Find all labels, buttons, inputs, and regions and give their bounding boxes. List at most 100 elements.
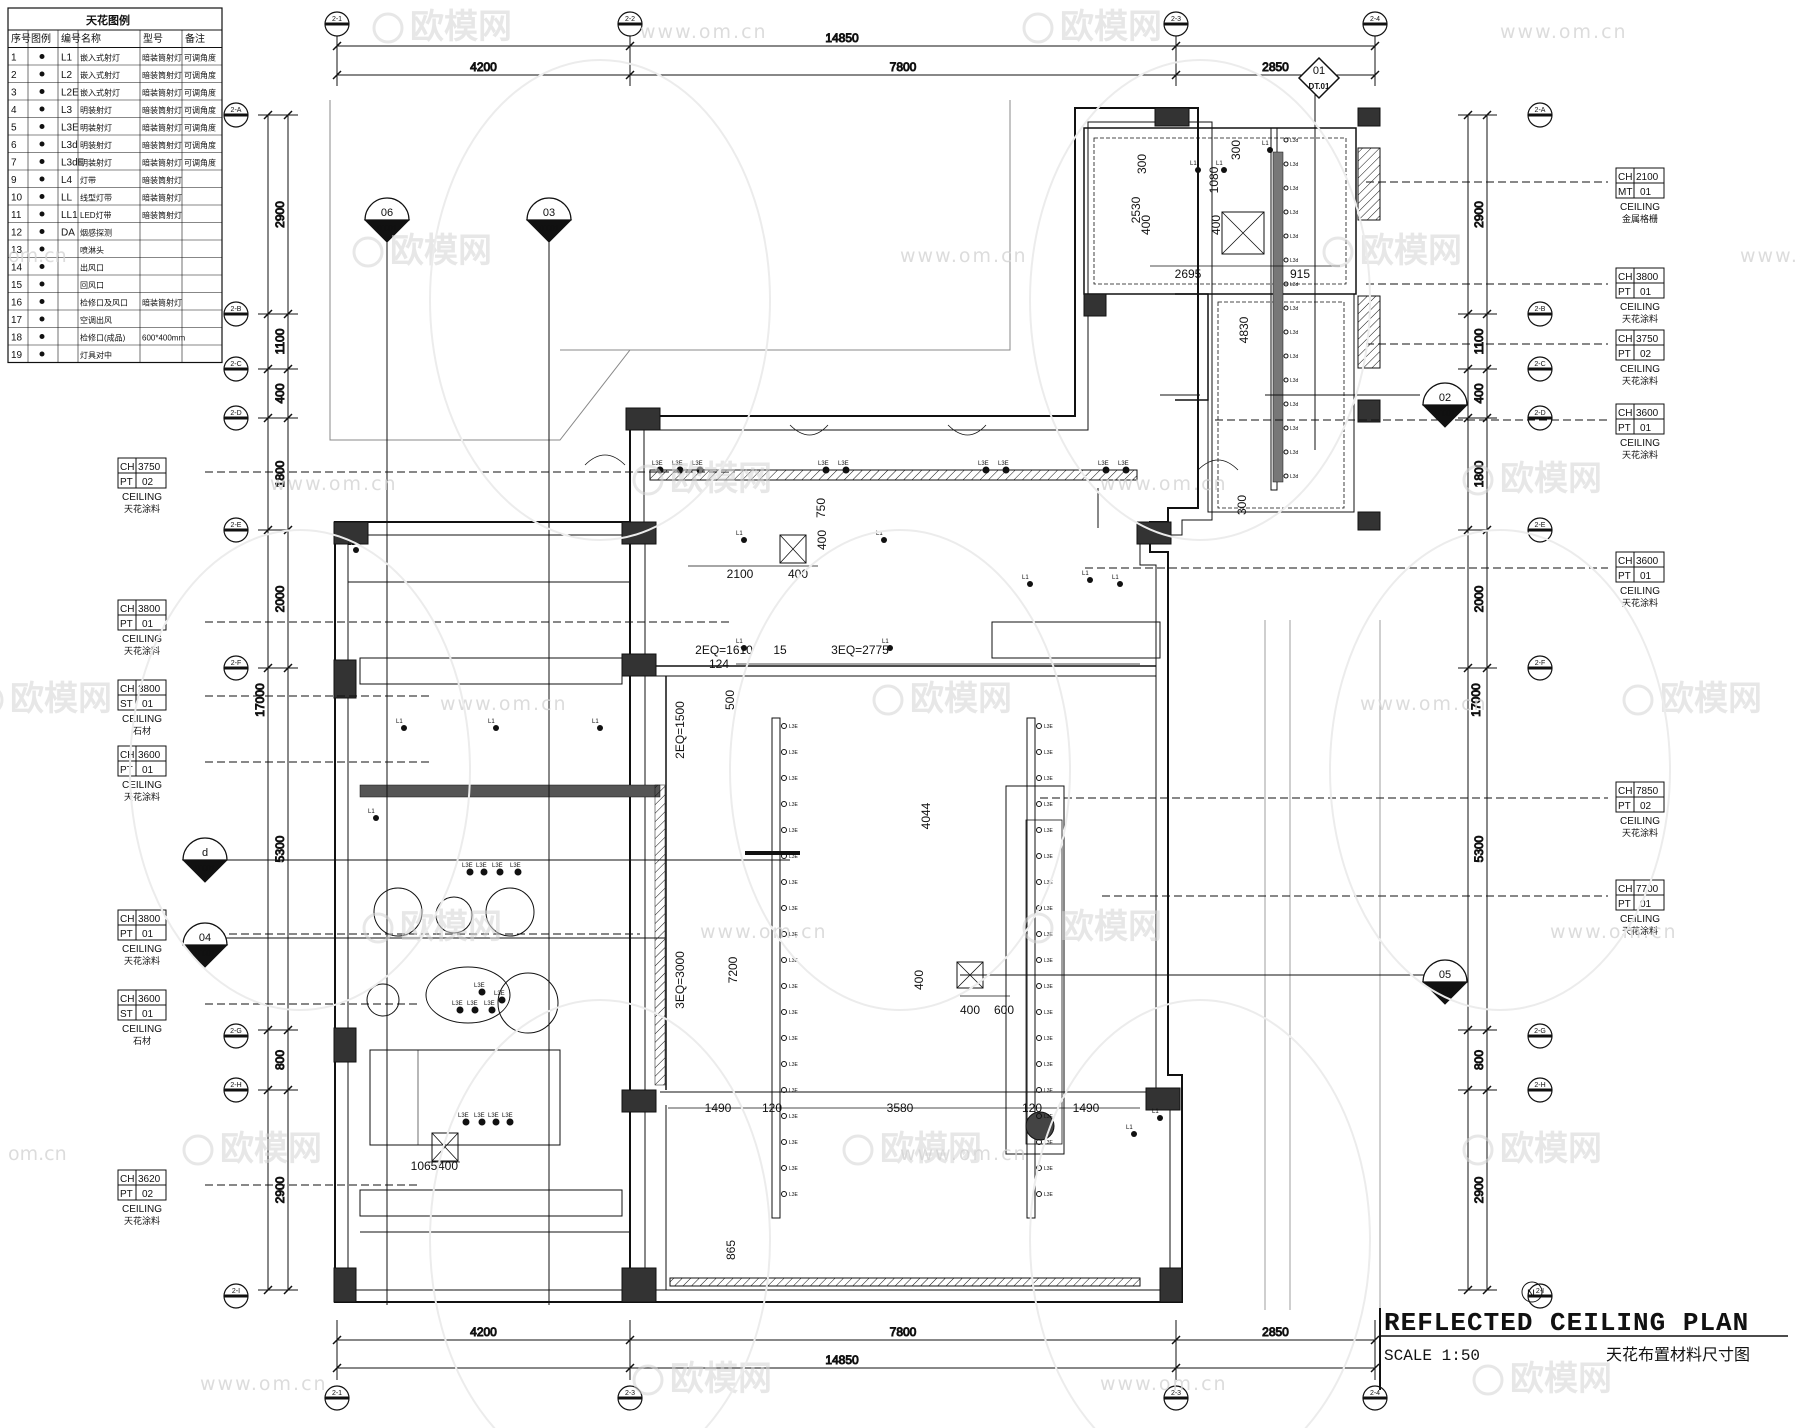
track-spot-icon: L3d (1283, 257, 1299, 264)
grid-axis-bubble: 2-E (1527, 517, 1553, 543)
downlight-icon: L1 (1216, 161, 1227, 173)
title-block: REFLECTED CEILING PLAN SCALE 1:50 天花布置材料… (1379, 1281, 1788, 1390)
door-swing (789, 424, 829, 436)
grid-axis-bubble: 2-C (1527, 356, 1553, 382)
column (621, 1267, 657, 1303)
display-island (1005, 785, 1065, 1155)
track-spot-icon: L3d (1283, 209, 1299, 216)
column (625, 407, 661, 431)
grid-axis-bubble: 2-I (223, 1283, 249, 1309)
grid-axis-bubble: 2-D (1527, 405, 1553, 431)
track-spot-icon: L3E (1036, 801, 1054, 808)
ceiling-tag-label: CEILING (122, 944, 162, 955)
interior-dimension-label: 4044 (919, 802, 933, 829)
legend-row-name: 明装射灯 (80, 158, 112, 168)
legend-row-number: 11 (11, 210, 22, 221)
ceiling-tag-label: CEILING (122, 1204, 162, 1215)
column (333, 659, 357, 699)
svg-text:2-C: 2-C (230, 361, 241, 368)
legend-row-number: 13 (11, 245, 23, 256)
legend-row-note: 可调角度 (184, 53, 216, 63)
svg-text:L3E: L3E (789, 828, 799, 834)
track-spot-icon: L3E (781, 723, 799, 730)
legend-row-name: 嵌入式射灯 (80, 88, 120, 98)
svg-text:L3d: L3d (1290, 354, 1299, 360)
svg-text:L3E: L3E (1044, 906, 1054, 912)
svg-text:欧模网: 欧模网 (220, 1129, 322, 1169)
watermark-ring (429, 999, 771, 1428)
svg-text:L1: L1 (1152, 1109, 1159, 1115)
track-spot-icon: L3E (781, 775, 799, 782)
legend-row-name: 灯带 (80, 175, 96, 185)
interior-dimension-label: 2EQ=1500 (673, 701, 687, 759)
grid-axis-bubble: 2-F (223, 655, 249, 681)
dim-side-segment: 5300 (1472, 835, 1486, 862)
watermark-url: www.om.cn (200, 1373, 328, 1395)
svg-text:L1: L1 (736, 531, 743, 537)
svg-text:L3d: L3d (1290, 330, 1299, 336)
section-marker-number: 03 (543, 207, 555, 219)
grid-axis-bubble: 2-1 (324, 11, 350, 37)
legend-row-name: 检修口(成品) (80, 333, 126, 343)
svg-text:2-E: 2-E (231, 522, 242, 529)
legend-row-name: 明装射灯 (80, 123, 112, 133)
svg-text:L3E: L3E (1044, 984, 1054, 990)
section-marker: dDT.01 (181, 837, 229, 883)
svg-text:L3E: L3E (789, 1192, 799, 1198)
svg-text:L3d: L3d (1290, 450, 1299, 456)
legend-row-name: 空调出风 (80, 315, 112, 325)
downlight-icon: L1 (368, 809, 379, 821)
watermark-logo: 欧模网 (872, 679, 1012, 719)
ceiling-tag-type: CH (1618, 408, 1632, 419)
legend-row-number: 6 (11, 140, 17, 151)
column (1357, 399, 1381, 423)
legend-row-code: L2 (61, 70, 73, 81)
ceiling-tag-type: CH (1618, 786, 1632, 797)
watermark-url: www.om.cn (700, 921, 828, 943)
dim-side-segment: 2000 (1472, 585, 1486, 612)
ceiling-tag-number: 02 (1640, 349, 1652, 360)
door-swing (1197, 459, 1239, 471)
fixture-symbol-icon (39, 211, 45, 217)
ceiling-tag-type: CH (120, 914, 134, 925)
track-spot-icon: L3E (781, 905, 799, 912)
interior-dimension-label: 2530 (1129, 196, 1143, 223)
svg-text:L3E: L3E (1044, 880, 1054, 886)
interior-dimension-label: 600 (994, 1003, 1014, 1017)
watermark-ring (1329, 529, 1671, 1011)
svg-text:欧模网: 欧模网 (10, 679, 112, 719)
north-arrow-icon (1521, 1281, 1543, 1303)
watermark-logo: 欧模网 (842, 1129, 982, 1169)
svg-text:L3E: L3E (474, 983, 485, 989)
fixture-symbol-icon (39, 141, 45, 147)
downlight-icon: L3E (978, 461, 990, 474)
fixture-symbol-icon (39, 106, 45, 112)
drawing-title: REFLECTED CEILING PLAN (1384, 1308, 1749, 1338)
svg-text:欧模网: 欧模网 (410, 7, 512, 47)
track-spot-icon: L3E (781, 1139, 799, 1146)
svg-text:L3E: L3E (978, 461, 989, 467)
legend-row-number: 1 (11, 53, 17, 64)
dim-top-segment: 7800 (890, 60, 917, 74)
svg-text:L3E: L3E (789, 854, 799, 860)
downlight-icon: L3E (998, 461, 1010, 474)
ceiling-tag-height: 3600 (1636, 408, 1659, 419)
svg-text:L3E: L3E (998, 461, 1009, 467)
svg-text:L3E: L3E (494, 991, 505, 997)
ceiling-tag-label: CEILING (122, 714, 162, 725)
svg-text:2-G: 2-G (230, 1028, 242, 1035)
track-spot-icon: L3E (781, 749, 799, 756)
legend-row-spec: 暗装筒射灯 (142, 210, 182, 220)
svg-text:2-1: 2-1 (332, 16, 342, 23)
watermark-ring (1029, 59, 1371, 541)
track-spot-icon: L3d (1283, 401, 1299, 408)
downlight-icon: L1 (876, 531, 887, 543)
dim-side-segment: 2900 (1472, 1176, 1486, 1203)
